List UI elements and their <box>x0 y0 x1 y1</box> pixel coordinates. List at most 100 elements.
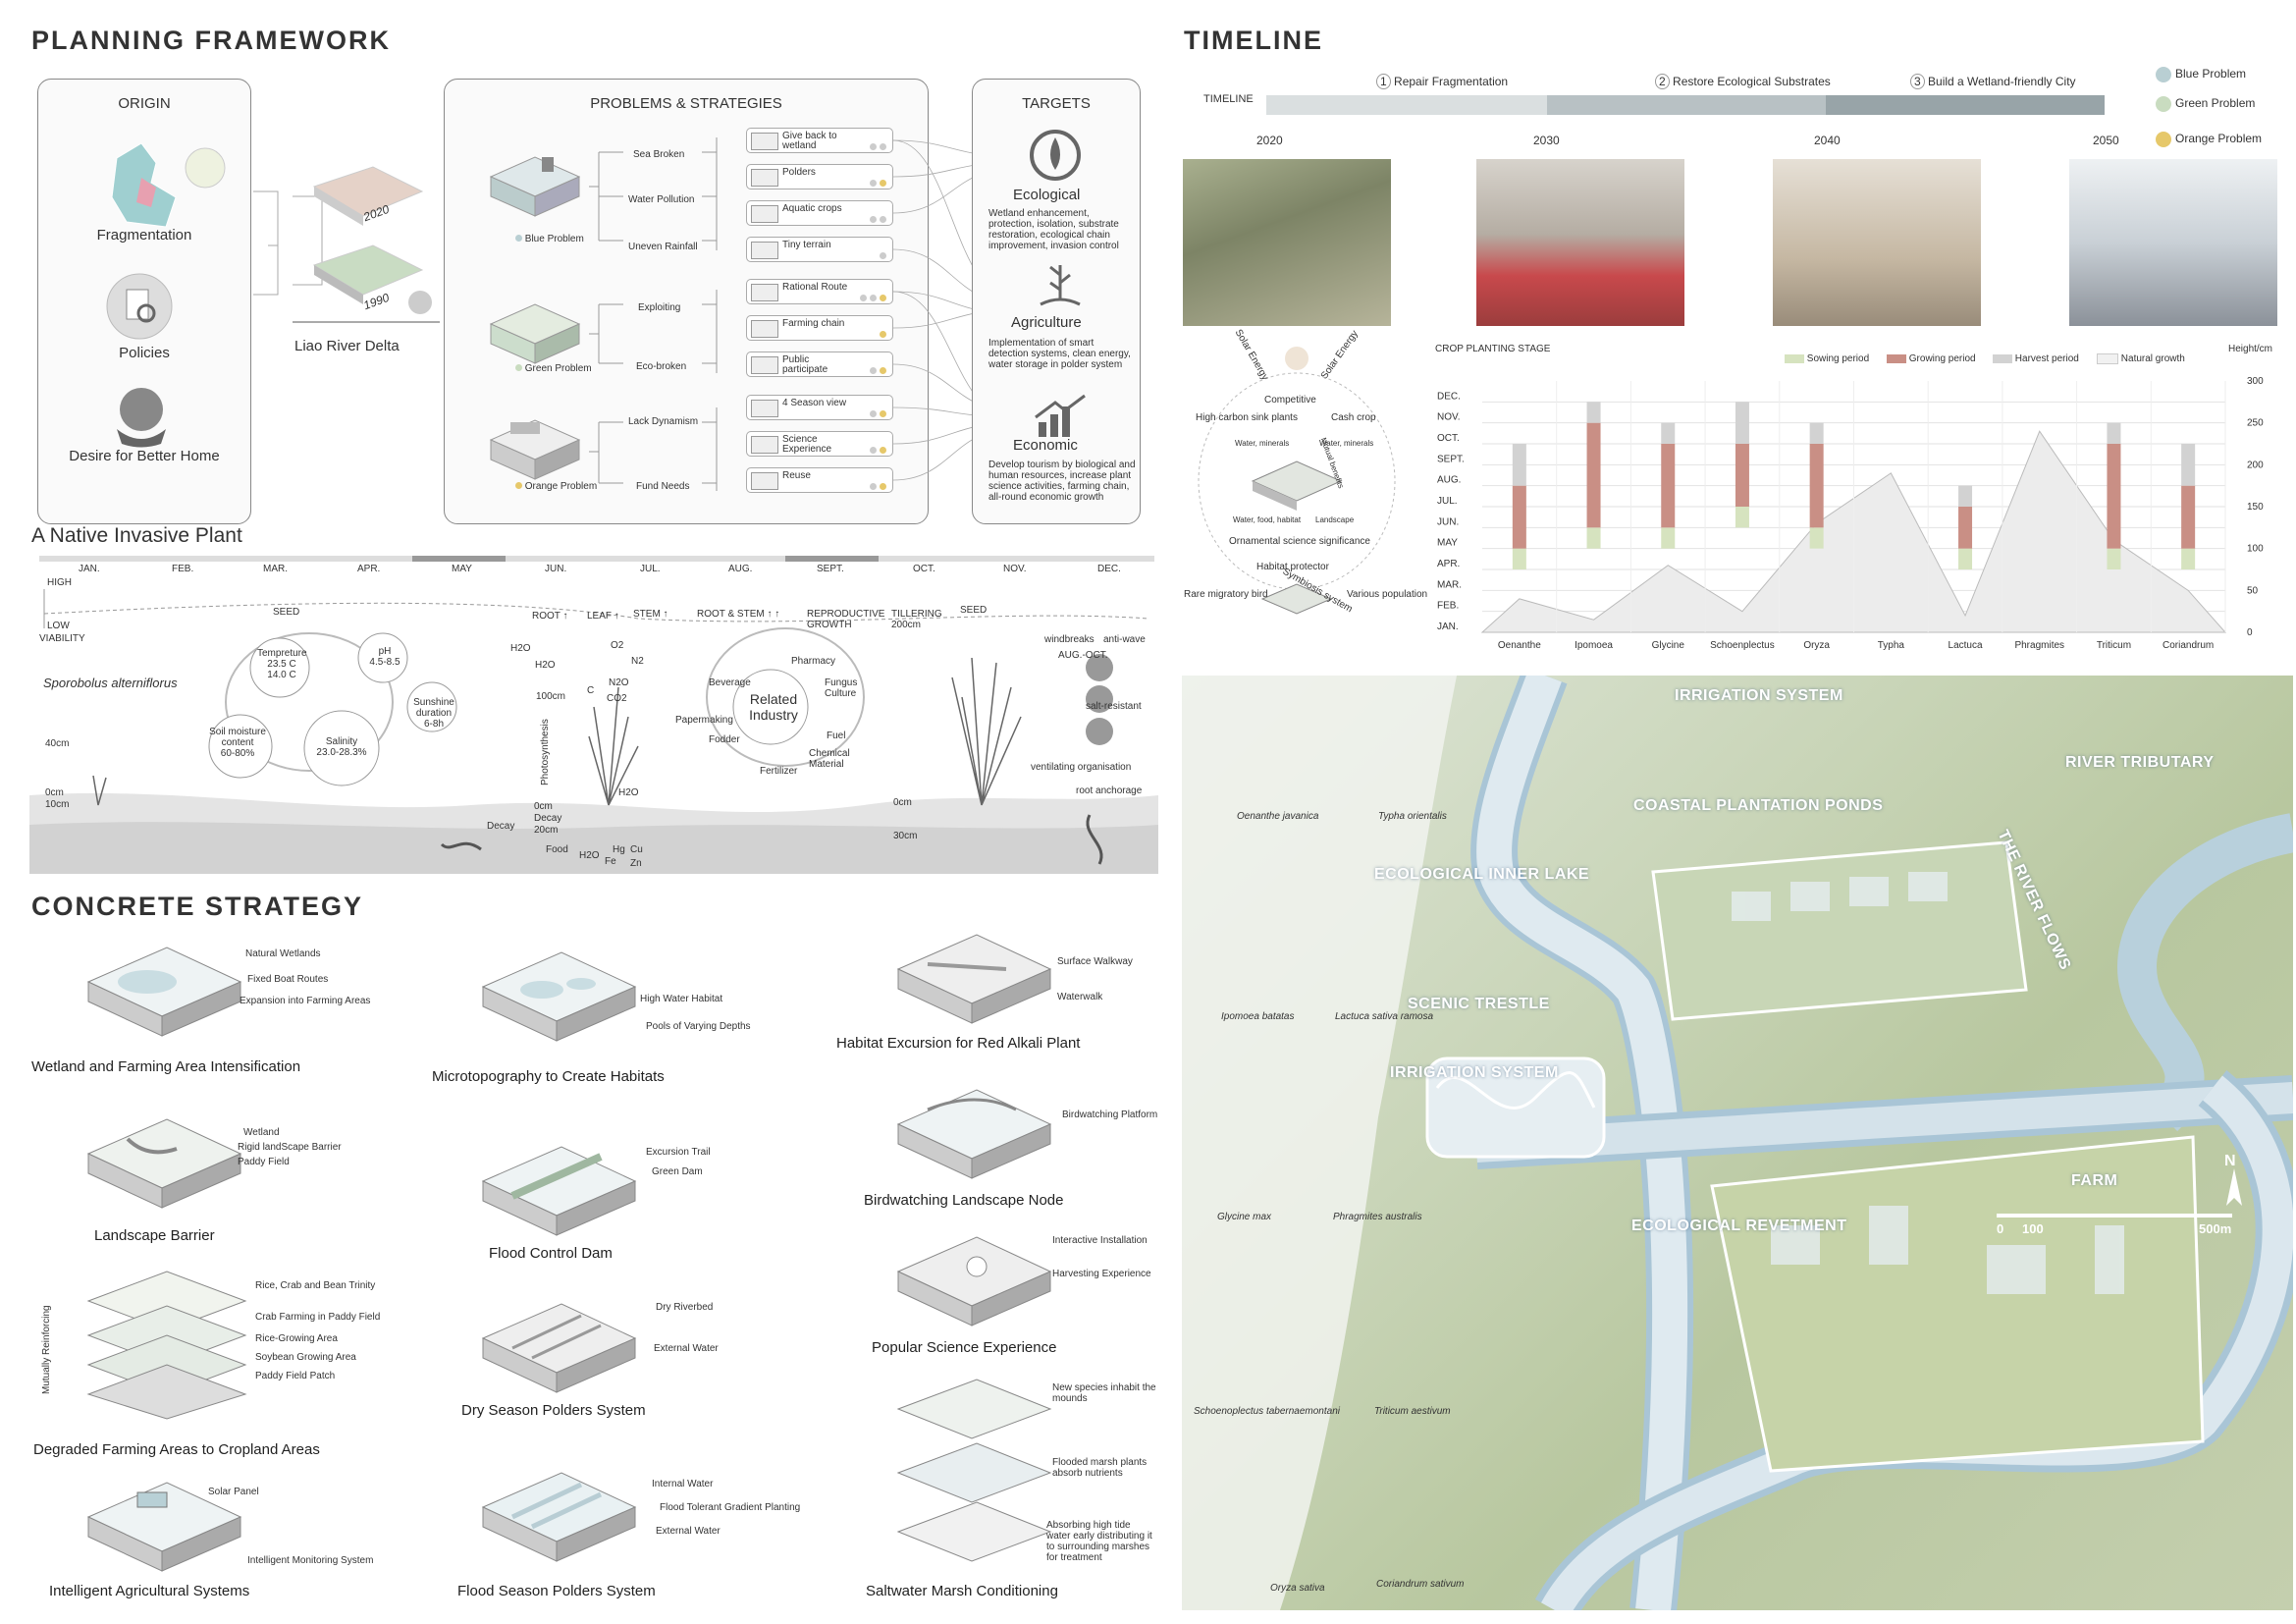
map-label-coastal-ponds: COASTAL PLANTATION PONDS <box>1633 797 1884 814</box>
height-tick-label: 50 <box>2247 585 2259 596</box>
timeline-heading: TIMELINE <box>1184 26 1323 55</box>
target-ecological-desc: Wetland enhancement, protection, isolati… <box>988 208 1119 251</box>
stage-root: ROOT ↑ <box>532 611 568 622</box>
cycle-water-minerals-2: Water, minerals <box>1319 439 1374 448</box>
label-dry-riverbed: Dry Riverbed <box>656 1302 714 1313</box>
stage-stem: STEM ↑ <box>633 609 668 620</box>
target-economic-desc: Develop tourism by biological and human … <box>988 460 1136 503</box>
month-tick-label: FEB. <box>1437 601 1459 612</box>
strategy-iso-red-alkali <box>896 934 1052 1024</box>
strategy-aquatic-crops: Aquatic crops <box>746 200 893 226</box>
strategy-title-flood-dam: Flood Control Dam <box>489 1245 613 1262</box>
year-2050-label: 2050 <box>2093 134 2119 147</box>
label-expansion-farming: Expansion into Farming Areas <box>240 996 371 1006</box>
strategy-thumb-icon <box>751 169 778 187</box>
misc-h2o: H2O <box>579 850 600 861</box>
month-nov: NOV. <box>1003 564 1027 574</box>
problem-tree-lines <box>589 137 718 491</box>
north-arrow-icon <box>2226 1168 2242 1206</box>
scale-0: 0 <box>1997 1221 2004 1236</box>
label-crab-farming: Crab Farming in Paddy Field <box>255 1312 381 1323</box>
misc-zn: Zn <box>630 858 642 869</box>
seed-label-2: SEED <box>960 605 988 616</box>
height-tick-label: 0 <box>2247 627 2253 638</box>
strategy-title-birdwatching: Birdwatching Landscape Node <box>864 1192 1064 1209</box>
concrete-strategy-heading: CONCRETE STRATEGY <box>31 892 364 921</box>
strategy-thumb-icon <box>751 356 778 374</box>
green-legend-icon <box>2156 96 2171 112</box>
strategy-thumb-icon <box>751 320 778 338</box>
misc-n2o: N2O <box>609 677 629 688</box>
viability-high: HIGH <box>47 577 72 588</box>
month-jan: JAN. <box>79 564 100 574</box>
strategy-iso-dry-polders <box>481 1303 637 1393</box>
sowing-bar <box>1735 507 1749 528</box>
origin-item-fragmentation: Fragmentation <box>96 227 192 244</box>
misc-food: Food <box>546 844 568 855</box>
plant-schoenoplectus: Schoenoplectus tabernaemontani <box>1194 1406 1340 1417</box>
strategy-iso-degraded-farming <box>86 1271 247 1420</box>
map-label-irrigation-2: IRRIGATION SYSTEM <box>1390 1064 1559 1081</box>
cycle-high-carbon: High carbon sink plants <box>1196 412 1298 423</box>
invasive-plant-landscape <box>29 589 1158 874</box>
month-tick-label: NOV. <box>1437 412 1461 423</box>
harvest-bar <box>1809 422 1824 444</box>
crop-category-label: Coriandrum <box>2163 640 2214 651</box>
growing-bar <box>1958 507 1973 549</box>
origin-connector <box>253 190 440 323</box>
misc-hg: Hg <box>613 844 625 855</box>
industry-fertilizer: Fertilizer <box>760 766 798 777</box>
month-tick-label: APR. <box>1437 559 1460 569</box>
strategy-iso-flood-polders <box>481 1472 637 1562</box>
target-agriculture-desc: Implementation of smart detection system… <box>988 338 1131 370</box>
fragmentation-map-icon <box>111 142 226 228</box>
scale-100: 100 <box>2022 1221 2044 1236</box>
issue-eco-broken: Eco-broken <box>636 361 687 372</box>
ecological-icon <box>1030 130 1081 181</box>
misc-decay: Decay <box>534 813 562 824</box>
strategy-title-saltwater: Saltwater Marsh Conditioning <box>866 1583 1058 1599</box>
target-economic: Economic <box>1013 437 1078 454</box>
crop-category-label: Triticum <box>2097 640 2131 651</box>
strategy-title-microtopography: Microtopography to Create Habitats <box>432 1068 665 1085</box>
cycle-cash-crop: Cash crop <box>1331 412 1376 423</box>
year-2020-label: 2020 <box>1256 134 1283 147</box>
sowing-bar <box>1586 527 1601 549</box>
harvest-bar <box>2107 422 2121 444</box>
growing-bar <box>1586 422 1601 528</box>
map-label-scenic-trestle: SCENIC TRESTLE <box>1408 996 1550 1012</box>
crop-chart-svg: DEC.NOV.OCT.SEPT.AUG.JUL.JUN.MAYAPR.MAR.… <box>1437 376 2264 651</box>
issue-fund-needs: Fund Needs <box>636 481 690 492</box>
height-tick-label: 250 <box>2247 418 2264 429</box>
month-dec: DEC. <box>1097 564 1121 574</box>
growing-bar <box>1512 485 1526 549</box>
symbiosis-cycle-diagram <box>1198 347 1396 615</box>
origin-item-desire: Desire for Better Home <box>69 448 220 464</box>
crop-category-label: Phragmites <box>2014 640 2064 651</box>
green-problem-label: Green Problem <box>512 363 592 374</box>
strategy-reuse: Reuse <box>746 467 893 493</box>
label-surface-walkway: Surface Walkway <box>1057 956 1133 967</box>
strategy-title-red-alkali: Habitat Excursion for Red Alkali Plant <box>836 1035 1081 1052</box>
month-bar-highlight <box>412 556 506 562</box>
chart-title: CROP PLANTING STAGE <box>1435 344 1551 354</box>
harvest-bar <box>1512 444 1526 486</box>
label-rice-growing: Rice-Growing Area <box>255 1333 338 1344</box>
photo-field-workers <box>1183 159 1391 326</box>
month-may: MAY <box>452 564 472 574</box>
green-dot-icon <box>515 364 522 371</box>
grow-swatch <box>1887 353 1906 363</box>
strategy-iso-birdwatching <box>896 1089 1052 1179</box>
plant-typha: Typha orientalis <box>1378 811 1447 822</box>
issue-lack-dynamism: Lack Dynamism <box>628 416 699 427</box>
strategy-thumb-icon <box>751 133 778 150</box>
misc-h2o: H2O <box>510 643 531 654</box>
sowing-bar <box>2181 548 2196 569</box>
issue-sea-broken: Sea Broken <box>633 149 685 160</box>
stage-leaf: LEAF ↑ <box>587 611 619 622</box>
globe-hands-icon <box>117 388 166 448</box>
target-ecological: Ecological <box>1013 187 1081 203</box>
origin-title: ORIGIN <box>118 95 171 112</box>
month-jun: JUN. <box>545 564 567 574</box>
